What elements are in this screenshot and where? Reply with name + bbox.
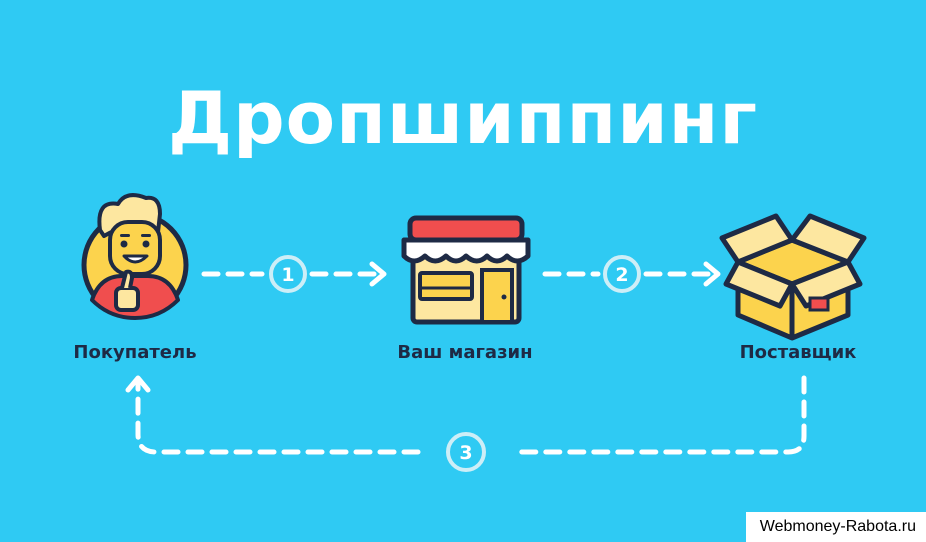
node-label-store: Ваш магазин (397, 342, 533, 363)
arrow-step-3: 3 (125, 375, 807, 472)
storefront-icon (401, 215, 531, 325)
arrow-step-2: 2 (542, 255, 721, 293)
page-title: Дропшиппинг (167, 76, 759, 160)
watermark: Webmoney-Rabota.ru (745, 512, 926, 542)
buyer-avatar-icon (81, 193, 189, 320)
arrow-step-1: 1 (201, 255, 387, 293)
node-label-supplier: Поставщик (739, 342, 857, 363)
node-label-buyer: Покупатель (73, 342, 197, 363)
open-box-icon (719, 213, 867, 341)
step-3-number: 3 (459, 442, 472, 464)
step-2-number: 2 (615, 264, 628, 286)
step-3-badge (446, 432, 486, 472)
step-1-badge (269, 255, 307, 293)
step-2-badge (603, 255, 641, 293)
step-1-number: 1 (281, 264, 294, 286)
